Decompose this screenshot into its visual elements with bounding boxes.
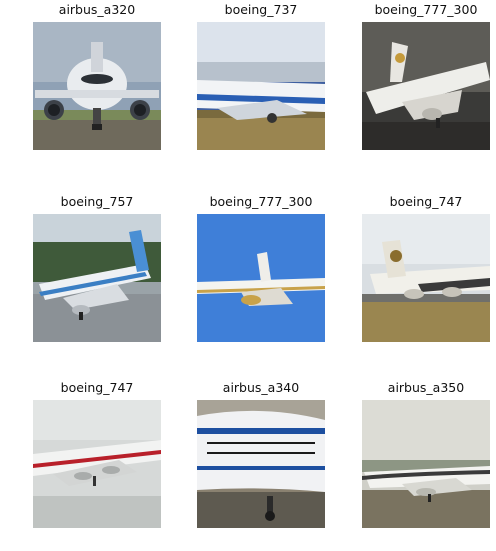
grid-cell-8: airbus_a340 [197,378,325,528]
image-label: boeing_777_300 [209,194,313,209]
image-label: boeing_757 [60,194,134,209]
aircraft-photo [33,214,161,342]
image-label: airbus_a350 [387,380,465,395]
aircraft-photo [362,22,490,150]
image-label: boeing_777_300 [374,2,478,17]
image-label: boeing_737 [224,2,298,17]
grid-cell-6: boeing_747 [362,192,490,342]
image-label: boeing_747 [60,380,134,395]
aircraft-photo [362,400,490,528]
aircraft-photo [197,214,325,342]
grid-cell-4: boeing_757 [33,192,161,342]
grid-cell-2: boeing_737 [197,0,325,150]
aircraft-photo [197,22,325,150]
aircraft-photo [33,400,161,528]
aircraft-photo [197,400,325,528]
grid-cell-1: airbus_a320 [33,0,161,150]
grid-cell-5: boeing_777_300 [197,192,325,342]
image-label: airbus_a340 [222,380,300,395]
aircraft-photo [33,22,161,150]
image-label: airbus_a320 [58,2,136,17]
grid-cell-7: boeing_747 [33,378,161,528]
grid-cell-3: boeing_777_300 [362,0,490,150]
aircraft-photo [362,214,490,342]
grid-cell-9: airbus_a350 [362,378,490,528]
image-label: boeing_747 [389,194,463,209]
